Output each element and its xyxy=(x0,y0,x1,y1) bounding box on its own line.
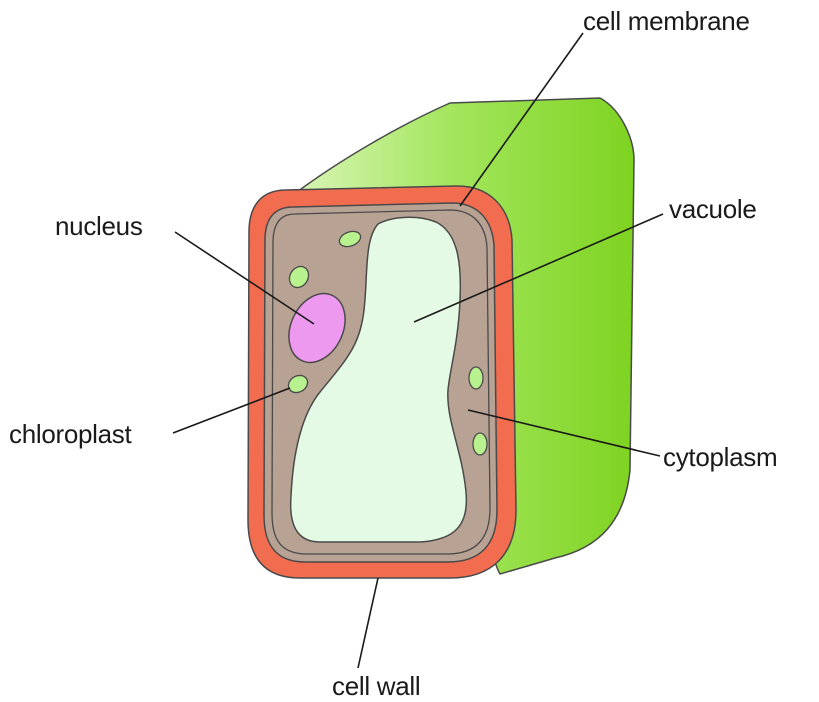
label-chloroplast: chloroplast xyxy=(9,421,131,447)
label-nucleus: nucleus xyxy=(55,213,143,239)
label-cell-wall: cell wall xyxy=(332,673,420,699)
label-cell-membrane: cell membrane xyxy=(583,8,750,34)
leader-line-cell-wall xyxy=(358,578,378,668)
label-cytoplasm: cytoplasm xyxy=(663,444,777,470)
chloroplast-5 xyxy=(473,433,487,455)
chloroplast-4 xyxy=(469,367,483,389)
label-vacuole: vacuole xyxy=(669,196,757,222)
